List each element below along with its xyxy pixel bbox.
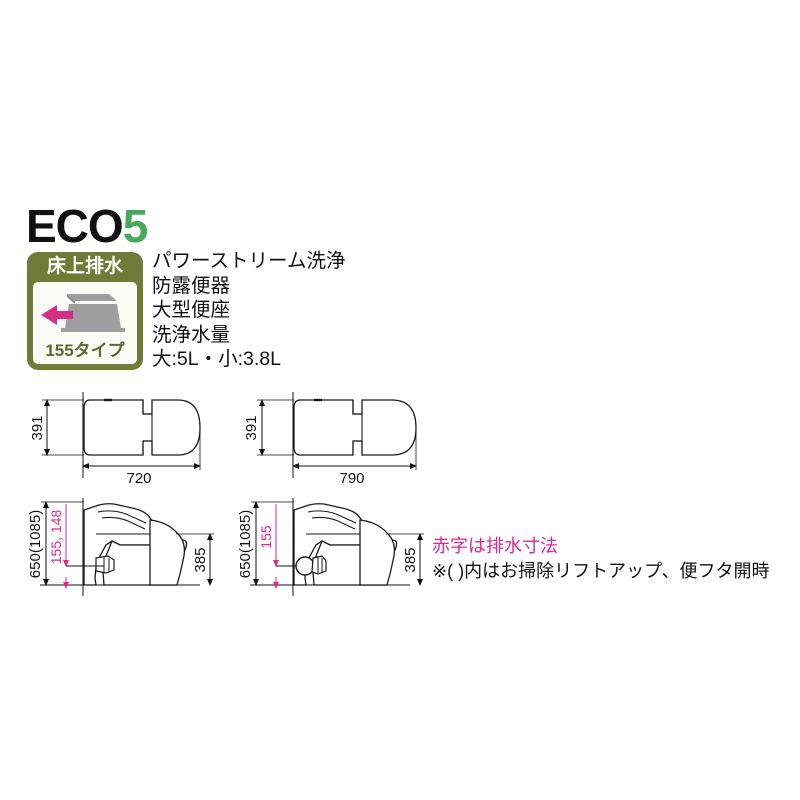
badge-inner-panel: 155タイプ bbox=[33, 282, 137, 364]
parenthesis-note: ※( )内はお掃除リフトアップ、便フタ開時 bbox=[432, 561, 770, 581]
badge-subtitle: 155タイプ bbox=[45, 341, 125, 360]
feature-item: 洗浄水量 bbox=[152, 323, 231, 346]
side-right-height-dim: 650(1085) bbox=[237, 510, 254, 578]
side-right-drain-dim: 155 bbox=[258, 525, 274, 549]
floor-drain-badge: 床上排水 155タイプ bbox=[27, 252, 143, 370]
top-view-790-group: 391 790 bbox=[243, 392, 417, 487]
top-right-length-dim: 790 bbox=[339, 470, 364, 487]
top-left-width-dim: 391 bbox=[29, 415, 46, 440]
feature-list: パワーストリーム洗浄 防露便器 大型便座 洗浄水量 大:5L・小:3.8L bbox=[152, 249, 345, 372]
side-view-left-group: 650(1085) 155, 148 385 bbox=[27, 498, 214, 596]
top-right-width-dim: 391 bbox=[243, 415, 260, 440]
top-view-720-group: 391 720 bbox=[29, 392, 201, 487]
side-right-seat-dim: 385 bbox=[402, 547, 419, 572]
eco-logo-word: ECO bbox=[26, 200, 124, 252]
feature-item: 大型便座 bbox=[152, 299, 231, 322]
feature-item: パワーストリーム洗浄 bbox=[152, 250, 346, 272]
side-left-drain-dim: 155, 148 bbox=[48, 510, 64, 565]
toilet-floor-drain-icon bbox=[33, 282, 137, 338]
red-dimension-note: 赤字は排水寸法 bbox=[432, 536, 558, 556]
feature-item: 大:5L・小:3.8L bbox=[152, 348, 281, 371]
side-left-seat-dim: 385 bbox=[192, 547, 209, 572]
side-left-height-dim: 650(1085) bbox=[27, 510, 44, 578]
eco5-logo: ECO5 bbox=[26, 200, 149, 252]
badge-title: 床上排水 bbox=[46, 256, 123, 277]
top-left-length-dim: 720 bbox=[126, 470, 151, 487]
eco-logo-number: 5 bbox=[122, 200, 149, 252]
side-view-right-group: 650(1085) 155 385 bbox=[237, 498, 424, 596]
feature-item: 防露便器 bbox=[152, 274, 231, 297]
